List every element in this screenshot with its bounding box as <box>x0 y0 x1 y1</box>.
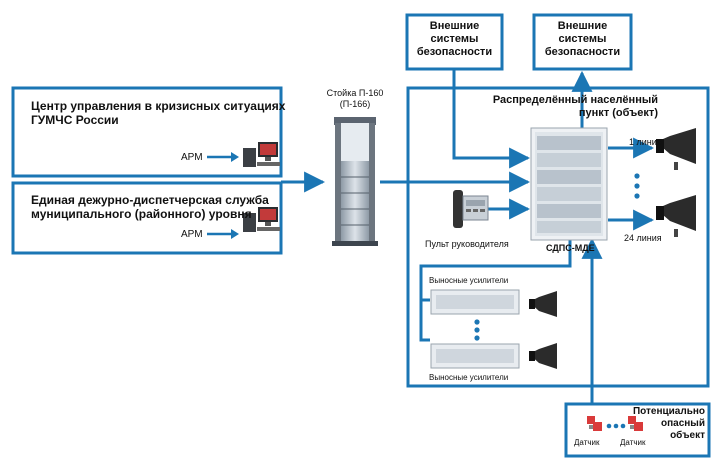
loudspeaker-icon <box>529 291 557 317</box>
crisis-center-arm-label: АРМ <box>181 152 203 163</box>
distributed-settlement-box <box>406 86 710 388</box>
amplifier-unit-icon <box>430 343 520 369</box>
dispatch-arm-label: АРМ <box>181 229 203 240</box>
loudspeaker-icon <box>529 343 557 369</box>
phone-console-icon <box>453 190 489 228</box>
ellipsis-dots-icon <box>634 173 640 199</box>
loudspeaker-icon <box>656 195 696 237</box>
link-ext-left-to-sdps <box>452 69 531 169</box>
external-security-left-label: Внешние системы безопасности <box>416 20 493 58</box>
line-first-label: 1 линия <box>629 137 662 147</box>
amplifiers-top-label: Выносные усилители <box>429 276 509 285</box>
sensor-label-1: Датчик <box>574 438 600 447</box>
link-sdps-to-amplifiers <box>419 238 572 342</box>
external-security-right-box <box>532 13 633 71</box>
sensor-icon <box>587 416 602 431</box>
arrow-right-icon <box>207 152 239 162</box>
ellipsis-dots-icon <box>474 319 480 341</box>
arrow-right-icon <box>207 229 239 239</box>
connectors <box>281 69 655 404</box>
dispatch-service-box <box>11 181 283 255</box>
console-label: Пульт руководителя <box>425 239 509 249</box>
hazardous-object-label: Потенциально опасный объект <box>632 406 705 441</box>
ellipsis-dots-icon <box>606 423 626 429</box>
sensor-icon <box>628 416 643 431</box>
crisis-center-box <box>11 86 283 178</box>
amplifiers-bottom-label: Выносные усилители <box>429 373 509 382</box>
loudspeaker-icon <box>656 128 696 170</box>
workstation-icon <box>243 142 280 167</box>
sdps-cabinet-icon <box>530 127 608 241</box>
distributed-settlement-label: Распределённый населённый пункт (объект) <box>492 94 658 119</box>
rack-label: Стойка П-160 (П-166) <box>326 88 384 109</box>
equipment-rack-icon <box>332 117 378 246</box>
hazardous-object-box <box>564 402 711 458</box>
sensor-label-2: Датчик <box>620 438 646 447</box>
amplifier-unit-icon <box>430 289 520 315</box>
line-last-label: 24 линия <box>624 233 662 243</box>
sdps-label: СДПС-МДЕ <box>546 243 595 253</box>
dispatch-service-title: Единая дежурно-диспетчерская служба муни… <box>31 193 269 222</box>
crisis-center-title: Центр управления в кризисных ситуациях Г… <box>31 99 286 128</box>
external-security-right-label: Внешние системы безопасности <box>544 20 621 58</box>
workstation-icon <box>243 207 280 232</box>
